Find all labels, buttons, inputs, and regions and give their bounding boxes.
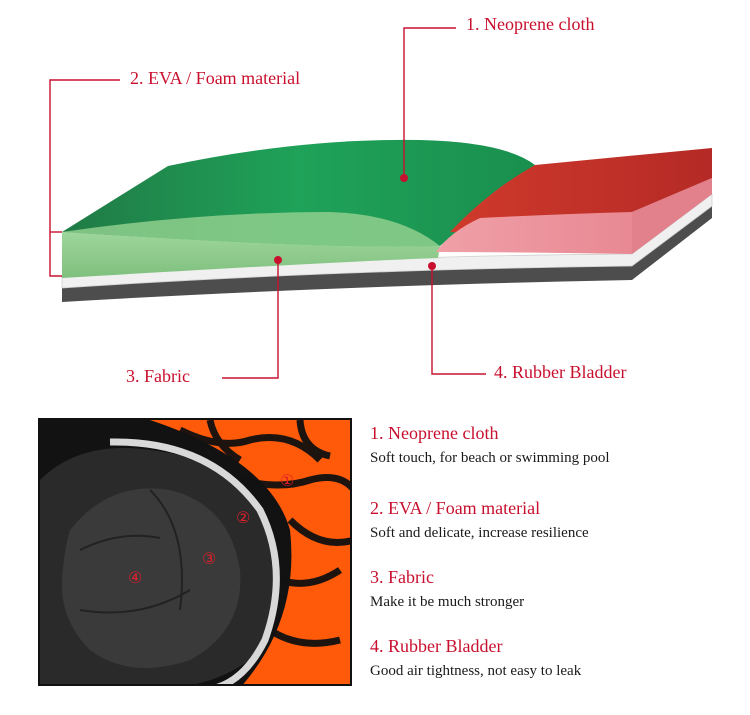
label-rubber: 4. Rubber Bladder xyxy=(494,362,627,382)
product-closeup-photo: ① ② ③ ④ xyxy=(38,418,352,686)
feature-title: 4. Rubber Bladder xyxy=(370,636,503,656)
feature-rubber: 4. Rubber Bladder Good air tightness, no… xyxy=(370,636,581,680)
feature-desc: Soft and delicate, increase resilience xyxy=(370,525,589,541)
layer-diagram: 1. Neoprene cloth 2. EVA / Foam material… xyxy=(49,14,713,386)
feature-title: 1. Neoprene cloth xyxy=(370,423,499,443)
feature-desc: Make it be much stronger xyxy=(370,594,525,610)
eva-side-green-shade xyxy=(62,212,440,247)
feature-fabric: 3. Fabric Make it be much stronger xyxy=(370,567,524,611)
pink-front xyxy=(632,178,712,254)
marker-4: ④ xyxy=(128,568,142,587)
label-fabric: 3. Fabric xyxy=(126,366,190,386)
leader-neoprene xyxy=(403,27,456,178)
eva-side-green xyxy=(62,232,440,278)
leader-eva xyxy=(49,79,120,277)
label-neoprene: 1. Neoprene cloth xyxy=(466,14,595,34)
feature-desc: Good air tightness, not easy to leak xyxy=(370,663,582,679)
layer-illustration xyxy=(49,27,713,379)
feature-title: 2. EVA / Foam material xyxy=(370,498,541,518)
dot-fabric xyxy=(274,256,282,264)
closeup-illustration: ① ② ③ ④ xyxy=(40,420,350,684)
dot-rubber xyxy=(428,262,436,270)
marker-1: ① xyxy=(280,471,294,490)
marker-3: ③ xyxy=(202,549,216,568)
feature-eva: 2. EVA / Foam material Soft and delicate… xyxy=(370,498,589,542)
leader-fabric xyxy=(222,260,279,379)
feature-desc: Soft touch, for beach or swimming pool xyxy=(370,450,610,466)
dot-neoprene xyxy=(400,174,408,182)
feature-neoprene: 1. Neoprene cloth Soft touch, for beach … xyxy=(370,423,610,467)
feature-title: 3. Fabric xyxy=(370,567,434,587)
leader-rubber xyxy=(431,266,486,375)
marker-2: ② xyxy=(236,508,250,527)
label-eva: 2. EVA / Foam material xyxy=(130,68,301,88)
